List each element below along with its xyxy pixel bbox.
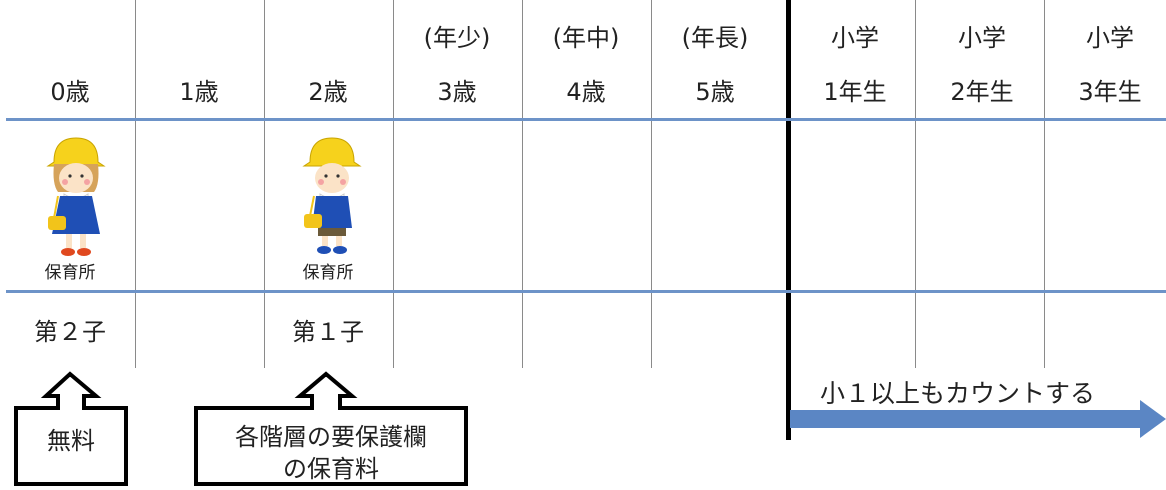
- header-bottom: 5歳: [695, 78, 735, 106]
- header-top: 小学: [831, 24, 879, 52]
- header-bottom: 2年生: [950, 78, 1014, 106]
- nursery-boy-icon: [296, 134, 368, 260]
- nursery-girl-icon: [40, 134, 112, 260]
- header-bottom: 3年生: [1078, 78, 1142, 106]
- header-divider: [6, 118, 1166, 121]
- column-divider: [264, 0, 265, 368]
- header-bottom: 1歳: [179, 78, 219, 106]
- column-divider: [135, 0, 136, 368]
- up-arrow-callout-icon: [194, 371, 468, 486]
- column-divider: [522, 0, 523, 368]
- header-top: (年中): [552, 24, 620, 52]
- header-top: (年長): [681, 24, 749, 52]
- header-top: 小学: [958, 24, 1006, 52]
- header-top: (年少): [423, 24, 491, 52]
- header-top: 小学: [1086, 24, 1134, 52]
- right-arrow-icon: [790, 400, 1166, 438]
- header-bottom: 1年生: [823, 78, 887, 106]
- age-table: 0歳 1歳 2歳 (年少) 3歳 (年中) 4歳 (年長) 5歳 小学 1年生 …: [6, 0, 1166, 440]
- figure-caption: 保育所: [44, 263, 96, 283]
- free-callout: 無料: [12, 370, 132, 486]
- figure-caption: 保育所: [302, 263, 354, 283]
- callout-fee-line2: の保育料: [283, 455, 379, 483]
- fee-callout: 各階層の要保護欄 の保育料: [192, 370, 470, 486]
- header-bottom: 3歳: [437, 78, 477, 106]
- row-divider: [6, 290, 1166, 293]
- child-label-second: 第２子: [34, 318, 106, 346]
- column-divider: [393, 0, 394, 368]
- up-arrow-callout-icon: [14, 371, 128, 486]
- callout-fee-line1: 各階層の要保護欄: [235, 423, 427, 451]
- column-divider: [1044, 0, 1045, 368]
- column-divider: [651, 0, 652, 368]
- column-divider: [915, 0, 916, 368]
- header-bottom: 4歳: [566, 78, 606, 106]
- school-divider: [786, 0, 791, 440]
- header-bottom: 2歳: [308, 78, 348, 106]
- child-label-first: 第１子: [292, 318, 364, 346]
- arrow-label: 小１以上もカウントする: [820, 379, 1096, 408]
- header-bottom: 0歳: [50, 78, 90, 106]
- callout-free-text: 無料: [47, 427, 95, 455]
